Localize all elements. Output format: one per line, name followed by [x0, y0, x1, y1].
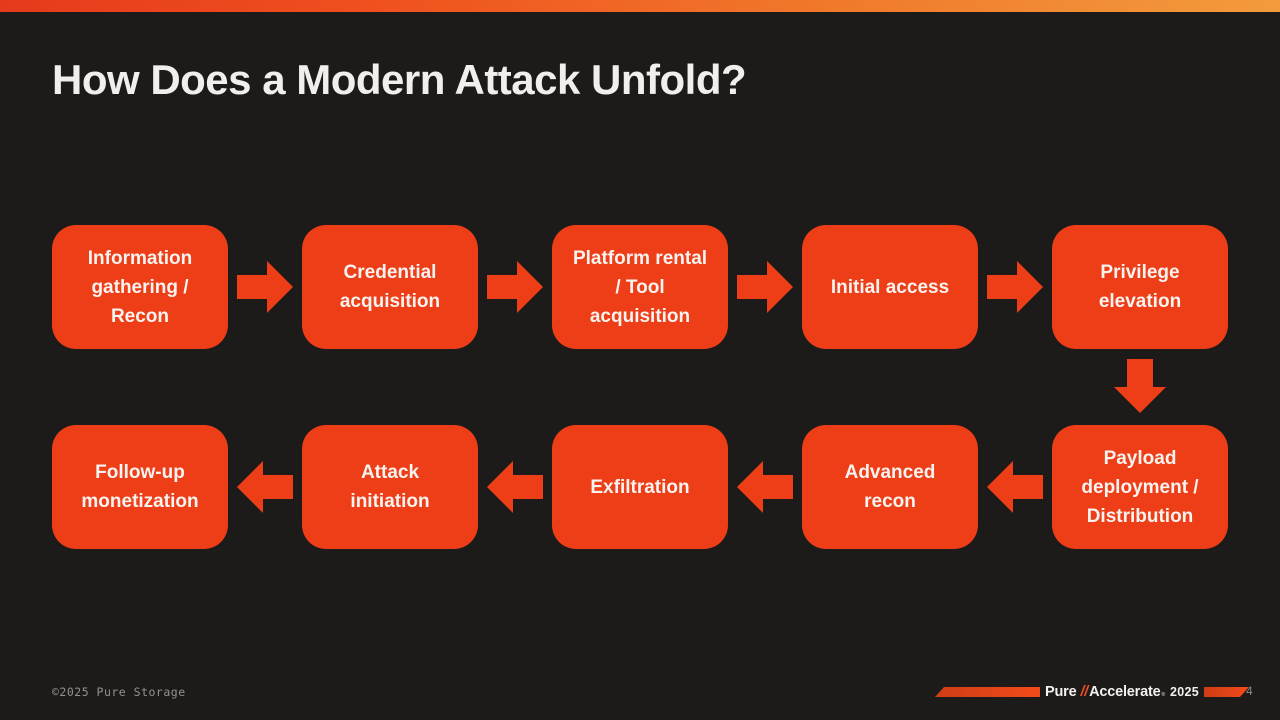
logo-slashes-icon: //	[1080, 684, 1089, 700]
logo-registered-mark: ®	[1161, 692, 1165, 698]
pure-accelerate-logo: Pure//Accelerate® 2025	[935, 684, 1249, 700]
flow-step-follow-up-monetization: Follow-up monetization	[52, 425, 228, 549]
arrow-left-icon	[478, 425, 552, 549]
arrow-left-icon	[978, 425, 1052, 549]
flow-step-payload-deployment: Payload deployment / Distribution	[1052, 425, 1228, 549]
copyright-text: ©2025 Pure Storage	[52, 685, 186, 699]
page-title: How Does a Modern Attack Unfold?	[52, 56, 747, 103]
flow-row-2: Follow-up monetization Attack initiation…	[52, 425, 1228, 549]
flow-step-initial-access: Initial access	[802, 225, 978, 349]
logo-text: Pure//Accelerate® 2025	[1045, 684, 1199, 700]
arrow-right-icon	[728, 225, 802, 349]
flow-step-exfiltration: Exfiltration	[552, 425, 728, 549]
flow-step-advanced-recon: Advanced recon	[802, 425, 978, 549]
arrow-right-icon	[228, 225, 302, 349]
arrow-left-icon	[728, 425, 802, 549]
arrow-right-icon	[978, 225, 1052, 349]
flow-step-information-gathering: Information gathering / Recon	[52, 225, 228, 349]
page-number: 4	[1246, 684, 1253, 698]
logo-bar-left	[935, 687, 1040, 697]
flow-step-credential-acquisition: Credential acquisition	[302, 225, 478, 349]
logo-bar-right	[1204, 687, 1249, 697]
flow-row-1: Information gathering / Recon Credential…	[52, 225, 1228, 349]
flow-step-privilege-elevation: Privilege elevation	[1052, 225, 1228, 349]
arrow-right-icon	[478, 225, 552, 349]
flow-step-attack-initiation: Attack initiation	[302, 425, 478, 549]
arrow-down-icon	[1114, 359, 1166, 413]
top-accent-bar	[0, 0, 1280, 12]
logo-brand: Pure	[1045, 684, 1077, 700]
logo-product: Accelerate	[1089, 684, 1161, 700]
flow-step-platform-rental: Platform rental / Tool acquisition	[552, 225, 728, 349]
arrow-left-icon	[228, 425, 302, 549]
logo-year: 2025	[1169, 685, 1199, 699]
